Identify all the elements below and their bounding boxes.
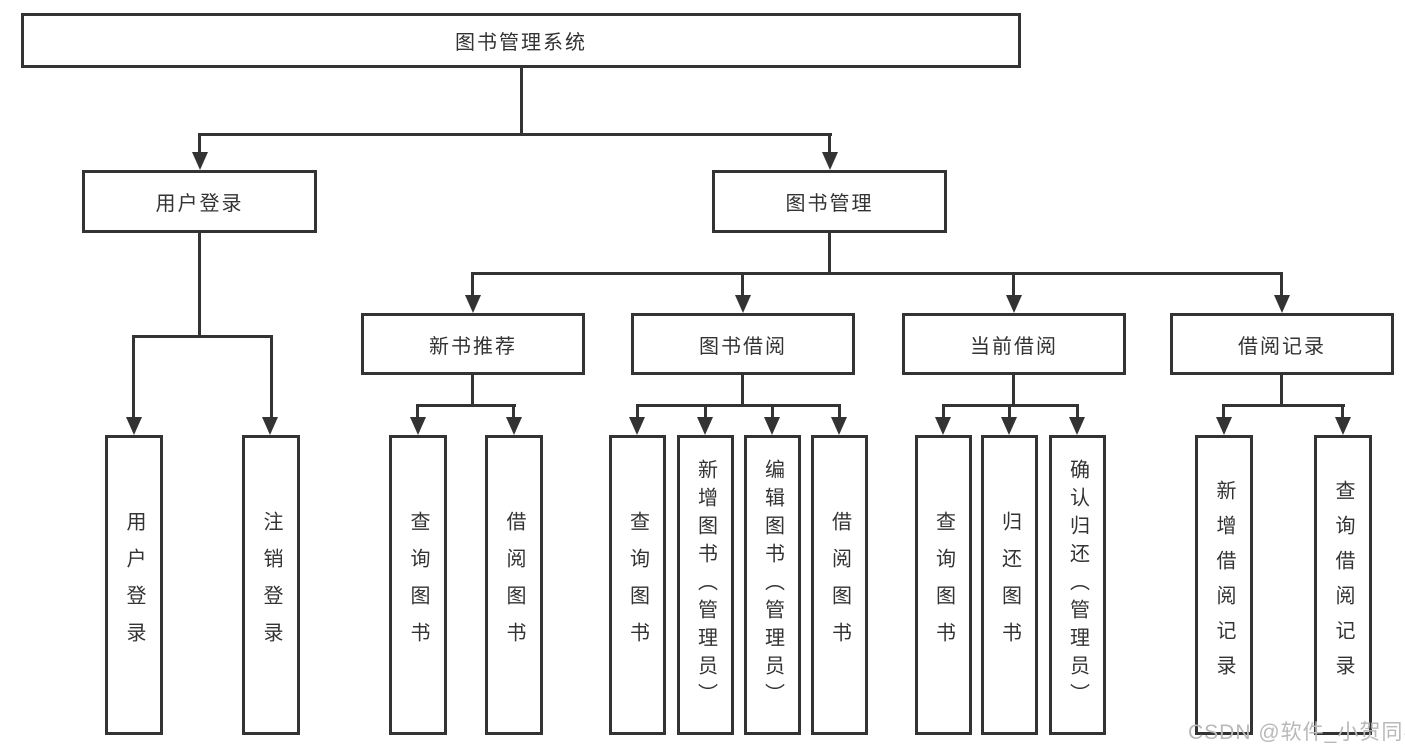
connector-stub-leaf-login [132, 335, 135, 419]
node-current-borrowing: 当前借阅 [902, 313, 1126, 375]
arrowhead-bb-borrow [831, 417, 847, 435]
node-borrowing-records-label: 借阅记录 [1238, 335, 1326, 358]
arrowhead-bb-add [697, 417, 713, 435]
leaf-query-books-borrow-label: 查询图书 [626, 511, 649, 659]
arrowhead-cb-return [1001, 417, 1017, 435]
connector-stub-nb-borrow [512, 404, 515, 419]
connector-newbooks-rail [416, 404, 516, 407]
leaf-edit-book-admin-label: 编辑图书（管理员） [761, 459, 784, 711]
node-new-book-recommend-label: 新书推荐 [429, 335, 517, 358]
connector-login-rail [132, 335, 273, 338]
connector-borrow-stem [741, 375, 744, 406]
leaf-query-books-borrow: 查询图书 [609, 435, 666, 735]
connector-borrow-rail [636, 404, 841, 407]
connector-stub-current-borrow [1012, 272, 1015, 297]
connector-current-stem [1012, 375, 1015, 406]
arrowhead-book-mgmt [822, 152, 838, 170]
leaf-add-borrow-record: 新增借阅记录 [1195, 435, 1253, 735]
arrowhead-bb-query [629, 417, 645, 435]
leaf-add-book-admin: 新增图书（管理员） [677, 435, 734, 735]
node-book-borrowing: 图书借阅 [631, 313, 855, 375]
arrowhead-nb-borrow [506, 417, 522, 435]
connector-records-rail [1222, 404, 1345, 407]
connector-mgmt-rail [471, 272, 1283, 275]
connector-stub-nb-query [416, 404, 419, 419]
leaf-return-books-label: 归还图书 [998, 511, 1021, 659]
leaf-query-borrow-record-label: 查询借阅记录 [1332, 480, 1354, 690]
connector-stub-cb-return [1008, 404, 1011, 419]
leaf-edit-book-admin: 编辑图书（管理员） [744, 435, 801, 735]
leaf-borrow-books: 借阅图书 [811, 435, 868, 735]
connector-stub-borrow-records [1280, 272, 1283, 297]
leaf-query-books-recommend-label: 查询图书 [407, 511, 429, 659]
connector-stub-book-mgmt [828, 133, 831, 154]
connector-stub-bb-borrow [838, 404, 841, 419]
leaf-query-books-current: 查询图书 [915, 435, 972, 735]
connector-records-stem [1280, 375, 1283, 406]
leaf-return-books: 归还图书 [981, 435, 1038, 735]
node-book-management-label: 图书管理 [785, 193, 874, 215]
leaf-user-login-label: 用户登录 [123, 511, 145, 659]
node-book-management: 图书管理 [712, 170, 947, 233]
leaf-query-borrow-record: 查询借阅记录 [1314, 435, 1372, 735]
connector-root-rail [198, 133, 832, 136]
arrowhead-leaf-login [126, 417, 142, 435]
connector-stub-new-books [471, 272, 474, 297]
arrowhead-cb-query [935, 417, 951, 435]
leaf-borrow-books-recommend: 借阅图书 [485, 435, 543, 735]
leaf-confirm-return-admin: 确认归还（管理员） [1049, 435, 1106, 735]
connector-newbooks-stem [471, 375, 474, 406]
node-user-login: 用户登录 [82, 170, 317, 233]
leaf-query-books-recommend: 查询图书 [389, 435, 447, 735]
arrowhead-leaf-logout [262, 417, 278, 435]
connector-stub-cb-query [942, 404, 945, 419]
node-current-borrowing-label: 当前借阅 [970, 335, 1058, 358]
leaf-query-books-current-label: 查询图书 [932, 511, 955, 659]
connector-root-stem [520, 68, 523, 135]
arrowhead-cb-confirm [1069, 417, 1085, 435]
arrowhead-book-borrow [735, 295, 751, 313]
connector-stub-bb-add [704, 404, 707, 419]
arrowhead-user-login [192, 152, 208, 170]
leaf-confirm-return-admin-label: 确认归还（管理员） [1066, 459, 1089, 711]
leaf-add-borrow-record-label: 新增借阅记录 [1213, 480, 1235, 690]
connector-stub-user-login [198, 133, 201, 154]
arrowhead-current-borrow [1006, 295, 1022, 313]
node-borrowing-records: 借阅记录 [1170, 313, 1394, 375]
arrowhead-nb-query [410, 417, 426, 435]
connector-stub-leaf-logout [270, 335, 273, 419]
arrowhead-br-add [1216, 417, 1232, 435]
node-book-borrowing-label: 图书借阅 [699, 335, 787, 358]
connector-stub-bb-query [636, 404, 639, 419]
leaf-user-login: 用户登录 [105, 435, 163, 735]
leaf-logout-label: 注销登录 [260, 511, 282, 659]
connector-login-stem [198, 233, 201, 337]
connector-stub-bb-edit [771, 404, 774, 419]
arrowhead-new-books [465, 295, 481, 313]
node-user-login-label: 用户登录 [155, 193, 244, 215]
leaf-add-book-admin-label: 新增图书（管理员） [694, 459, 717, 711]
connector-mgmt-stem [828, 233, 831, 274]
csdn-watermark: CSDN @软件_小贺同学 [1188, 721, 1405, 744]
node-root-label: 图书管理系统 [455, 32, 587, 54]
connector-stub-book-borrow [741, 272, 744, 297]
arrowhead-borrow-records [1274, 295, 1290, 313]
leaf-logout: 注销登录 [242, 435, 300, 735]
node-root: 图书管理系统 [21, 13, 1021, 68]
node-new-book-recommend: 新书推荐 [361, 313, 585, 375]
arrowhead-br-query [1335, 417, 1351, 435]
connector-stub-br-query [1341, 404, 1344, 419]
arrowhead-bb-edit [764, 417, 780, 435]
connector-stub-br-add [1222, 404, 1225, 419]
leaf-borrow-books-label: 借阅图书 [828, 511, 851, 659]
leaf-borrow-books-recommend-label: 借阅图书 [503, 511, 525, 659]
connector-stub-cb-confirm [1076, 404, 1079, 419]
